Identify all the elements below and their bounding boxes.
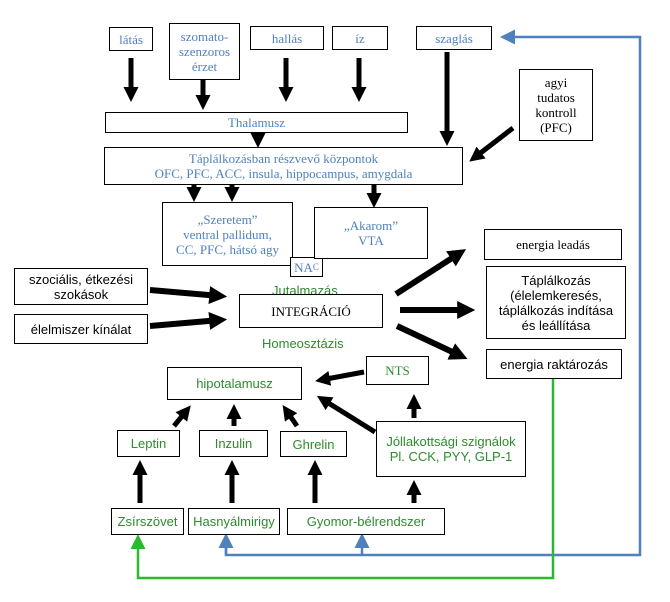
hormone-ghrelin: Ghrelin — [280, 431, 347, 457]
integration-box: INTEGRÁCIÓ — [239, 294, 383, 328]
nts-box: NTS — [366, 356, 429, 385]
homeostasis-label: Homeosztázis — [262, 336, 344, 351]
feedback-line-green — [130, 378, 555, 580]
organ-pancreas: Hasnyálmirigy — [188, 508, 280, 535]
arrow-pfc-centers — [469, 126, 515, 162]
arrow-leptin-hypothalamus — [172, 405, 191, 428]
arrow-food-integration — [149, 311, 228, 330]
sense-somatosensory: szomato- szenzoros érzet — [169, 23, 240, 80]
social-habits-box: szociális, étkezési szokások — [14, 268, 148, 305]
arrow-nts-hypothalamus — [315, 369, 365, 386]
satiety-signals-box: Jóllakottsági szignálok Pl. CCK, PYY, GL… — [376, 421, 526, 477]
nac-subscript: C — [312, 261, 319, 272]
sense-taste: íz — [332, 26, 388, 50]
arrow-satiety-hypothalamus — [316, 395, 377, 435]
arrow-social-integration — [149, 286, 228, 305]
arrow-integration-energy-out — [394, 249, 467, 297]
organ-gut: Gyomor-bélrendszer — [287, 508, 445, 535]
nac-label: NA — [294, 259, 313, 275]
thalamus-box: Thalamusz — [105, 112, 408, 133]
wanting-box: „Akarom” VTA — [314, 207, 428, 259]
sense-vision: látás — [109, 27, 153, 51]
hormone-insulin: Inzulin — [199, 430, 268, 457]
sense-hearing: hallás — [250, 26, 324, 50]
liking-box: „Szeretem” ventral pallidum, CC, PFC, há… — [162, 202, 293, 266]
energy-expenditure-box: energia leadás — [484, 229, 622, 260]
hypothalamus-box: hipotalamusz — [167, 367, 302, 400]
feeding-box: Táplálkozás (élelemkeresés, táplálkozás … — [486, 266, 626, 339]
sense-smell: szaglás — [416, 26, 492, 50]
food-supply-box: élelmiszer kínálat — [14, 314, 148, 344]
organ-adipose: Zsírszövet — [111, 508, 184, 535]
arrow-ghrelin-hypothalamus — [282, 405, 300, 428]
feeding-centers-box: Táplálkozásban részvevő központok OFC, P… — [104, 147, 463, 185]
energy-storage-box: energia raktározás — [486, 349, 622, 379]
arrow-integration-storage — [395, 323, 468, 360]
hormone-leptin: Leptin — [117, 430, 180, 457]
cortical-control-box: agyi tudatos kontroll (PFC) — [519, 69, 593, 141]
